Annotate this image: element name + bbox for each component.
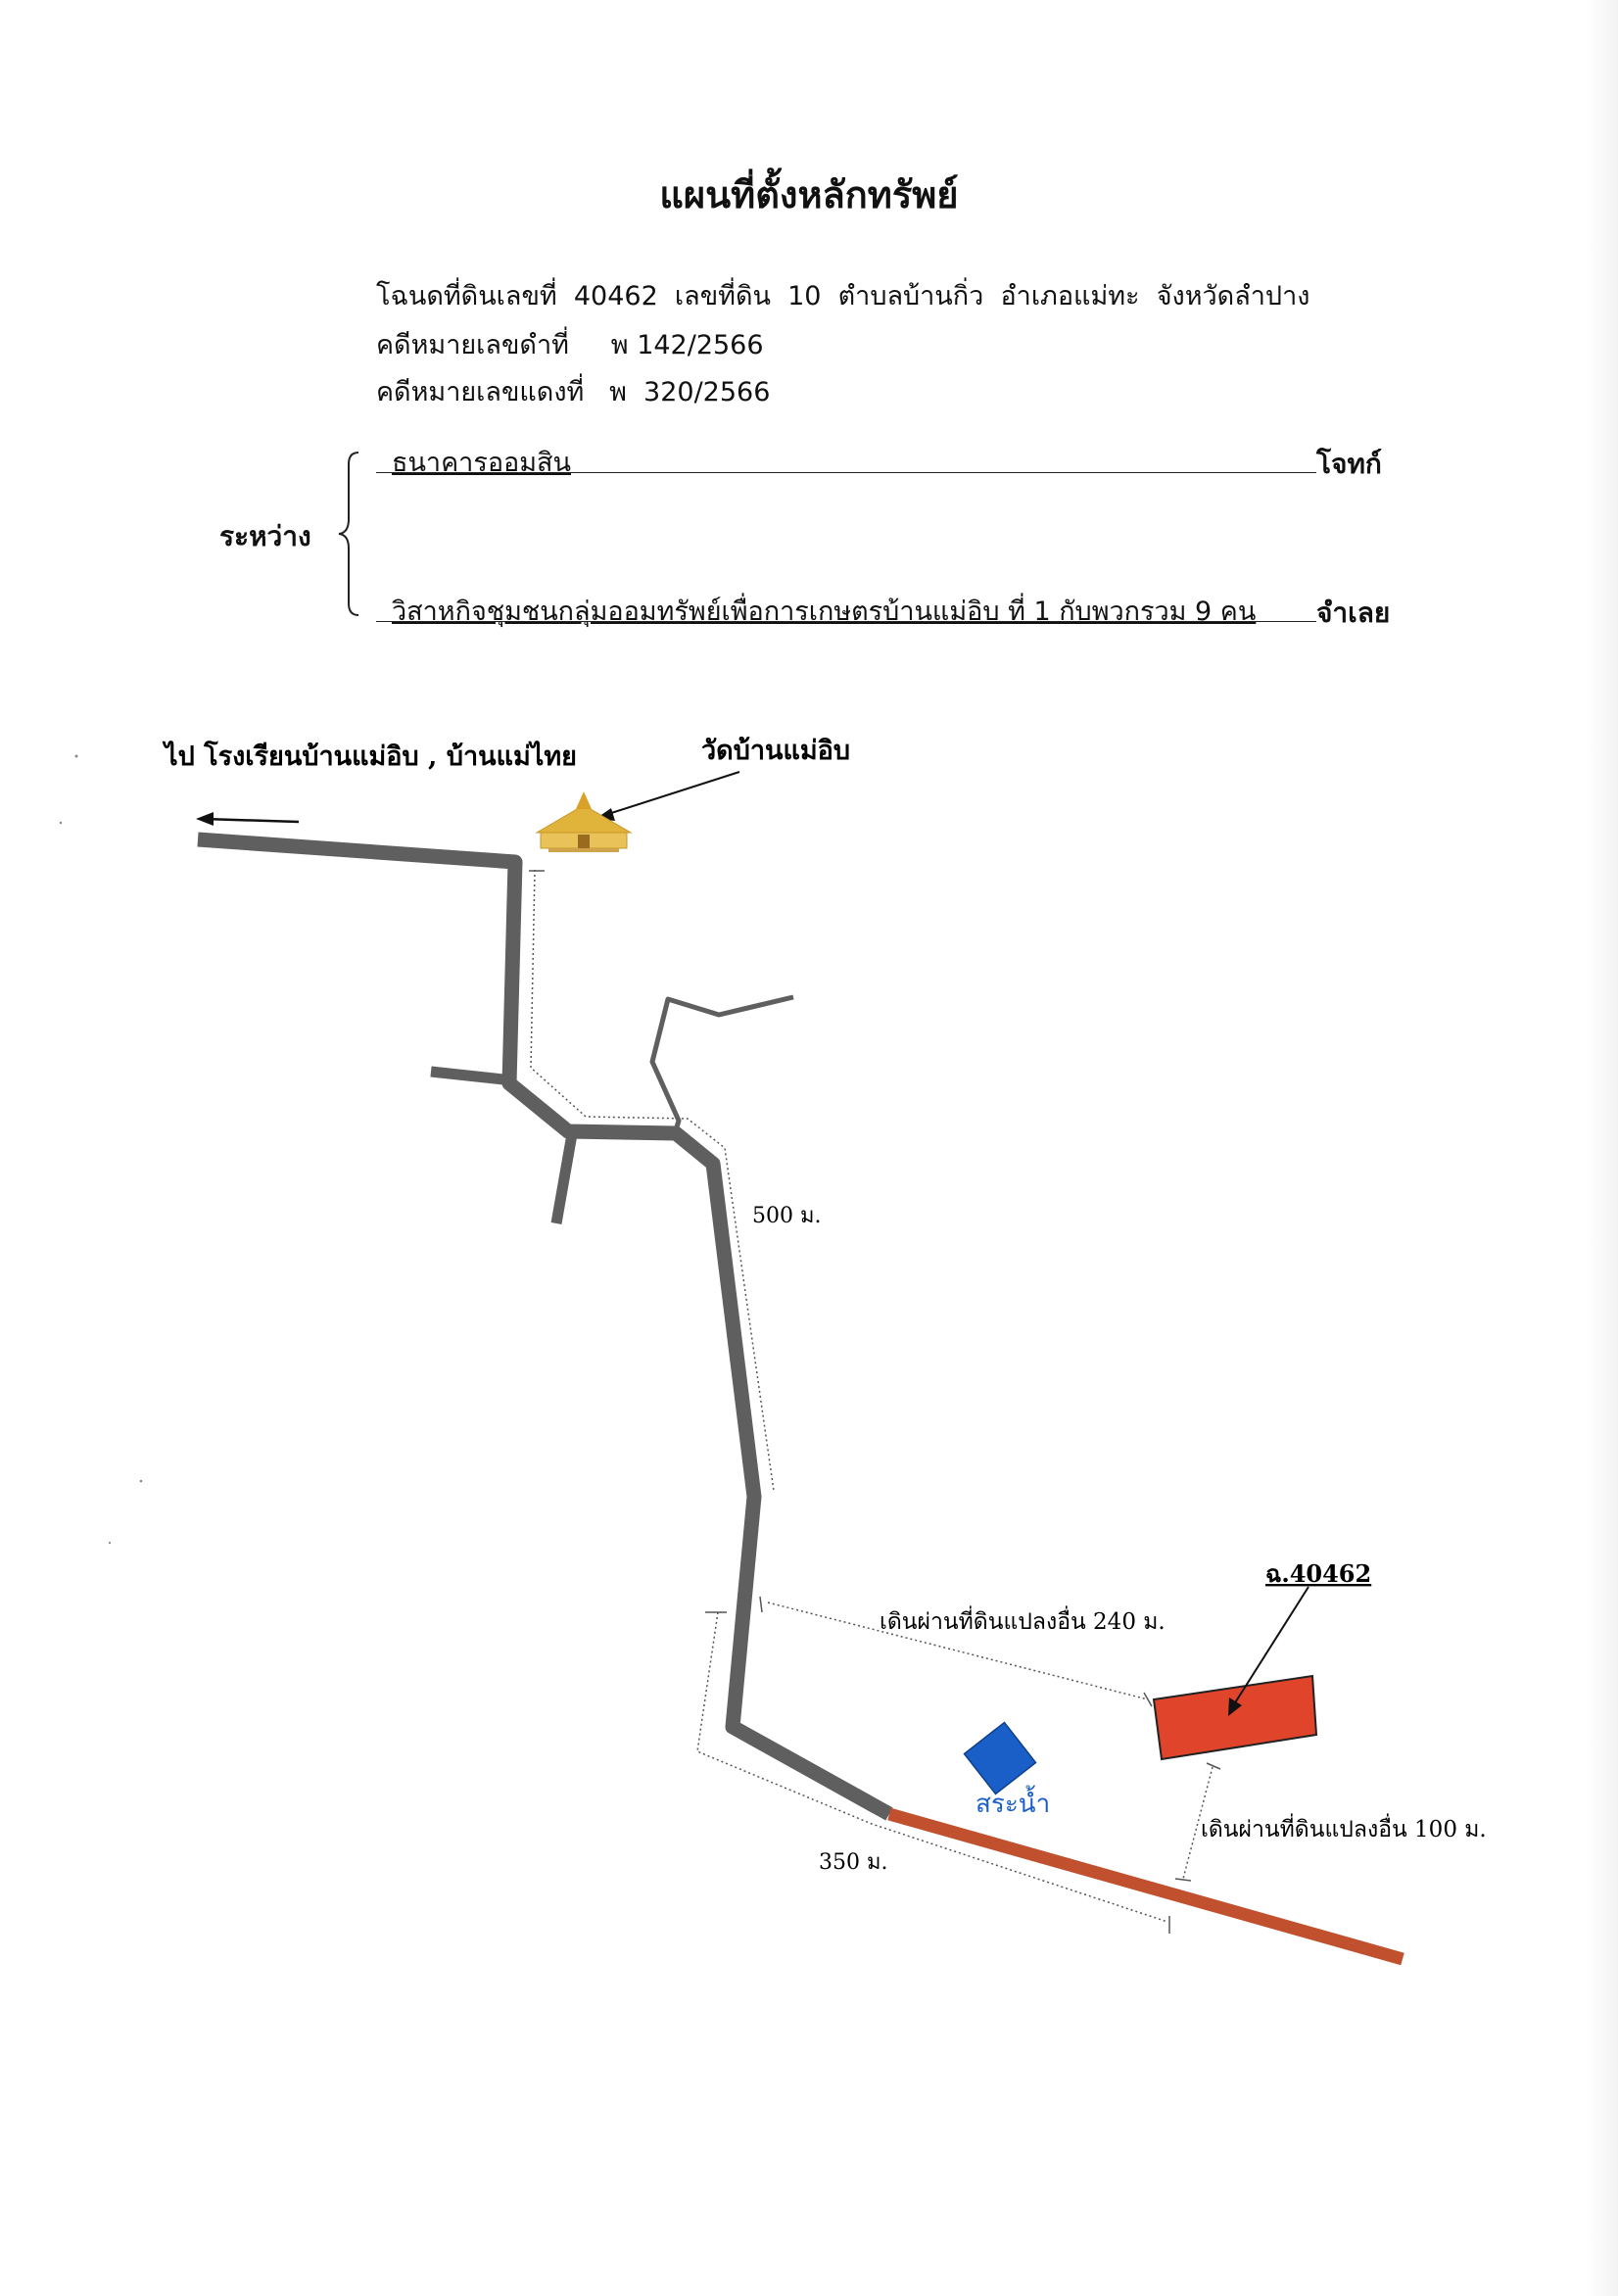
distance-100-label: เดินผ่านที่ดินแปลงอื่น 100 ม. bbox=[1201, 1813, 1487, 1842]
location-map: ไป โรงเรียนบ้านแม่อิบ , บ้านแม่ไทย วัดบ้… bbox=[59, 736, 1487, 1966]
distance-240-label: เดินผ่านที่ดินแปลงอื่น 240 ม. bbox=[880, 1605, 1166, 1635]
red-road bbox=[887, 1807, 1404, 1966]
defendant-underline bbox=[376, 621, 1316, 622]
distance-350-label: 350 ม. bbox=[819, 1850, 887, 1875]
arrow-left-icon bbox=[196, 812, 300, 826]
direction-label: ไป โรงเรียนบ้านแม่อิบ , บ้านแม่ไทย bbox=[162, 740, 577, 772]
pond bbox=[963, 1721, 1037, 1795]
scan-specks bbox=[59, 754, 143, 1545]
pointer-arrow-icon bbox=[595, 771, 740, 821]
defendant-role: จำเลย bbox=[1316, 597, 1391, 629]
between-label: ระหว่าง bbox=[219, 520, 311, 552]
plaintiff-name: ธนาคารออมสิน bbox=[392, 448, 571, 478]
red-case-line: คดีหมายเลขแดงที่ พ 320/2566 bbox=[376, 377, 771, 407]
black-case-line: คดีหมายเลขดำที่ พ 142/2566 bbox=[376, 330, 764, 360]
land-parcel bbox=[1152, 1674, 1318, 1761]
dimension-lines bbox=[529, 869, 1221, 1934]
plaintiff-underline bbox=[376, 472, 1316, 473]
deed-line: โฉนดที่ดินเลขที่ 40462 เลขที่ดิน 10 ตำบล… bbox=[376, 281, 1310, 311]
page-edge bbox=[1587, 0, 1618, 2296]
parcel-pointer-icon bbox=[1228, 1586, 1309, 1716]
temple-icon bbox=[535, 791, 633, 852]
page-title: แผนที่ตั้งหลักทรัพย์ bbox=[659, 172, 959, 216]
plaintiff-role: โจทก์ bbox=[1316, 448, 1382, 480]
brace-icon bbox=[338, 452, 359, 616]
temple-label: วัดบ้านแม่อิบ bbox=[701, 736, 850, 766]
defendant-name: วิสาหกิจชุมชนกลุ่มออมทรัพย์เพื่อการเกษตร… bbox=[392, 597, 1257, 627]
distance-500-label: 500 ม. bbox=[752, 1204, 821, 1228]
gray-road bbox=[197, 832, 893, 1821]
parcel-label: ฉ.40462 bbox=[1265, 1559, 1371, 1588]
pond-label: สระน้ำ bbox=[976, 1785, 1050, 1819]
